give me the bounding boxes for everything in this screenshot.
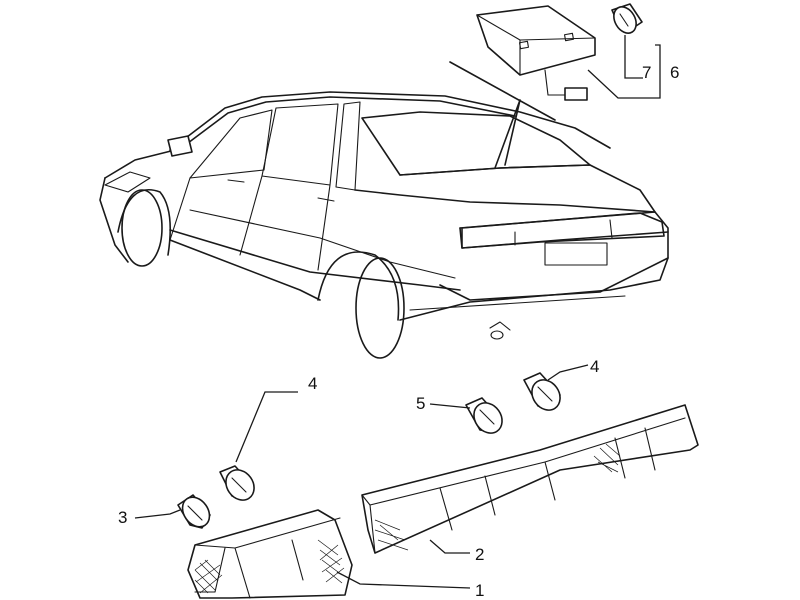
callout-5: 5 xyxy=(416,394,425,413)
bulb-4-left xyxy=(219,465,255,501)
callout-3: 3 xyxy=(118,508,127,527)
callout-2: 2 xyxy=(475,545,484,564)
callout-4-right: 4 xyxy=(590,357,599,376)
sedan-car-outline xyxy=(99,91,669,359)
callout-4-left: 4 xyxy=(308,374,317,393)
callout-1: 1 xyxy=(475,581,484,600)
bulb-5 xyxy=(465,397,503,434)
tail-lamp-center-panel xyxy=(361,404,699,554)
callout-7: 7 xyxy=(642,63,651,82)
bulb-7 xyxy=(611,3,643,34)
high-mounted-stop-lamp xyxy=(449,5,596,169)
bulb-3 xyxy=(177,494,211,529)
leader-lines xyxy=(134,364,589,589)
callout-lines-6-7 xyxy=(587,35,661,99)
callout-6: 6 xyxy=(670,63,679,82)
bulb-4-right xyxy=(523,372,561,411)
tail-lamp-left xyxy=(187,509,353,599)
